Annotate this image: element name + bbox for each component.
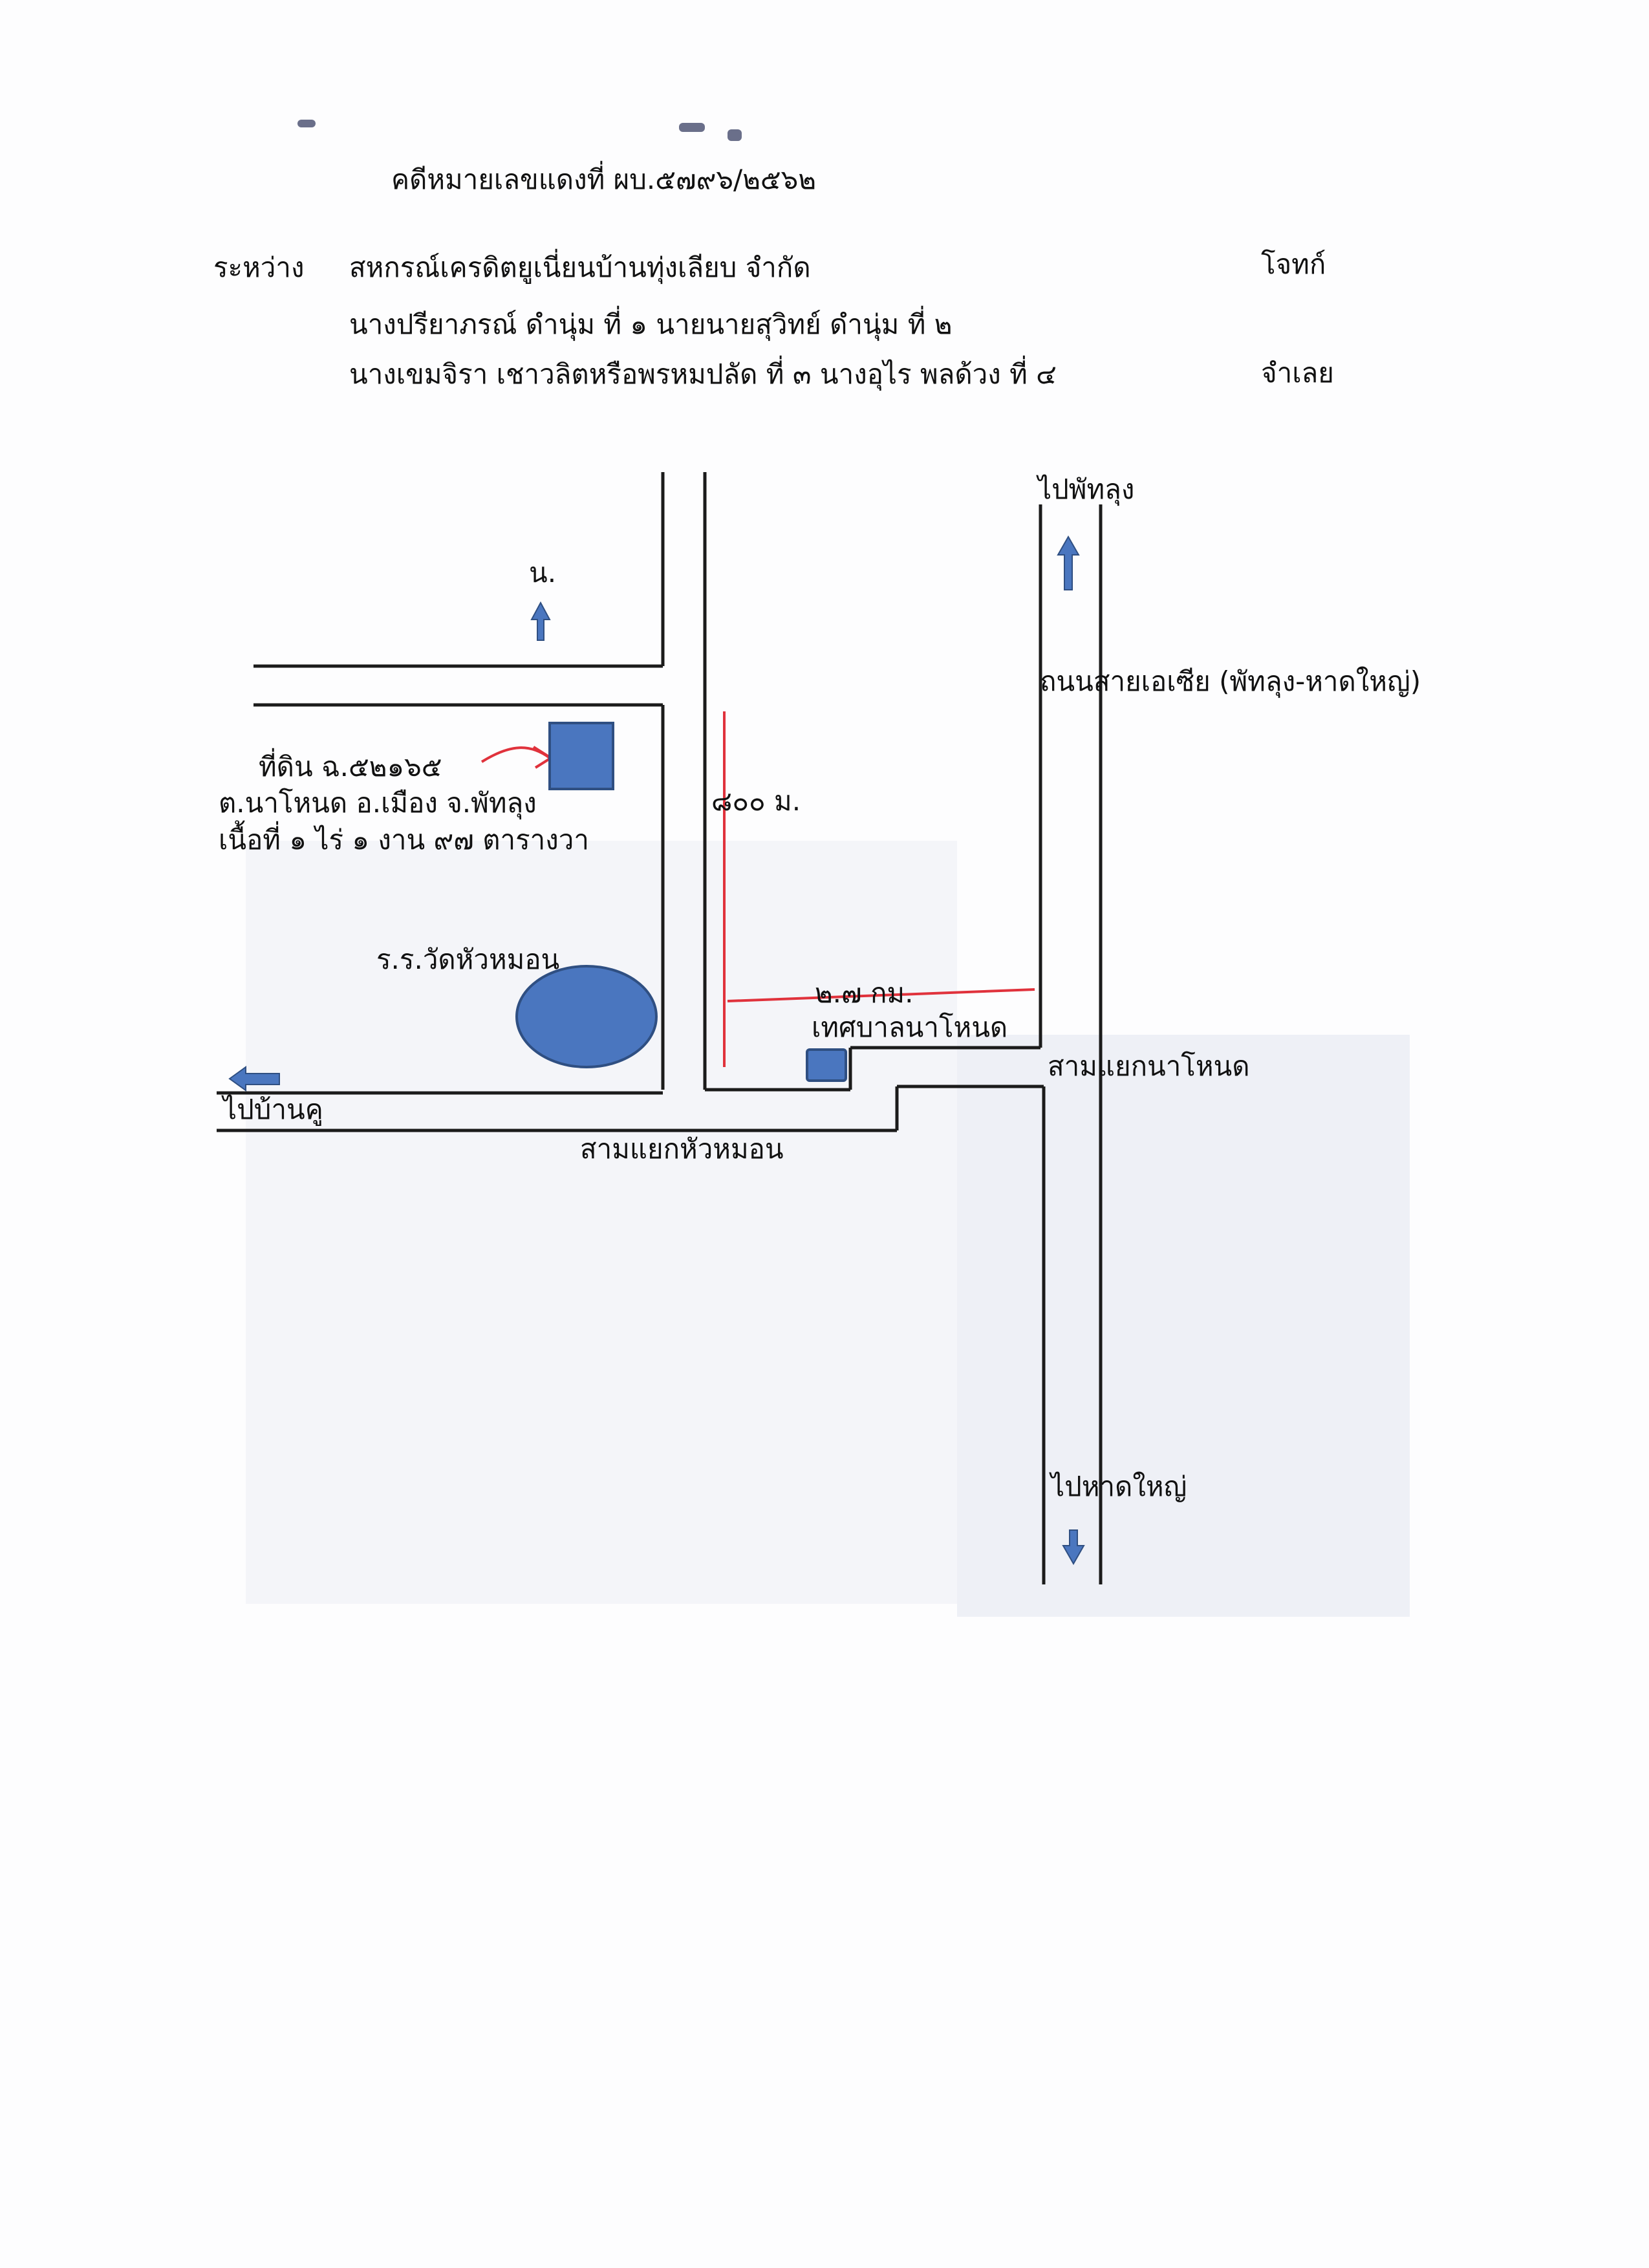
between-label: ระหว่าง [213, 252, 305, 283]
distance-27-label: ๒.๗ กม. [815, 977, 914, 1009]
to-phatthalung-label: ไปพัทลุง [1038, 473, 1135, 505]
municipality-label: เทศบาลนาโหนด [812, 1011, 1008, 1043]
junction-huamon-label: สามแยกหัวหมอน [580, 1133, 784, 1165]
to-hatyai-label: ไปหาดใหญ่ [1051, 1471, 1187, 1502]
plaintiff-name: สหกรณ์เครดิตยูเนี่ยนบ้านทุ่งเลียบ จำกัด [349, 252, 811, 283]
school-marker [515, 965, 658, 1068]
arrow-left-icon [228, 1066, 280, 1092]
junction-nanode-label: สามแยกนาโหนด [1048, 1050, 1250, 1082]
scan-speck [727, 129, 742, 141]
arrow-up-icon [1057, 535, 1080, 590]
defendants-line-1: นางปรียาภรณ์ ดำนุ่ม ที่ ๑ นายนายสุวิทย์ … [349, 308, 953, 340]
municipality-marker [806, 1048, 847, 1082]
north-label: น. [529, 557, 557, 589]
to-bankhu-label: ไปบ้านคู [223, 1094, 323, 1125]
defendant-role: จำเลย [1261, 357, 1334, 389]
land-title-label: ที่ดิน ฉ.๕๒๑๖๕ [259, 751, 442, 783]
land-location-label: ต.นาโหนด อ.เมือง จ.พัทลุง [219, 787, 537, 819]
highway-label: ถนนสายเอเซีย (พัทลุง-หาดใหญ่) [1040, 665, 1421, 697]
plaintiff-role: โจทก์ [1261, 248, 1326, 280]
case-title: คดีหมายเลขแดงที่ ผบ.๕๗๙๖/๒๕๖๒ [391, 164, 817, 195]
north-arrow-icon [530, 601, 551, 641]
land-pointer-arrow [480, 746, 554, 769]
scan-speck [297, 120, 316, 127]
distance-27-marker [727, 988, 1035, 1002]
land-parcel-marker [548, 722, 614, 790]
land-area-label: เนื้อที่ ๑ ไร่ ๑ งาน ๙๗ ตารางวา [219, 824, 589, 856]
roads [217, 472, 1103, 1584]
arrow-down-icon [1062, 1529, 1085, 1566]
school-label: ร.ร.วัดหัวหมอน [376, 944, 560, 975]
scan-shadow-right [957, 1035, 1410, 1617]
scan-speck [679, 123, 705, 132]
distance-800-label: ๘๐๐ ม. [711, 785, 801, 817]
defendants-line-2: นางเขมจิรา เชาวลิตหรือพรหมปลัด ที่ ๓ นาง… [349, 358, 1057, 390]
